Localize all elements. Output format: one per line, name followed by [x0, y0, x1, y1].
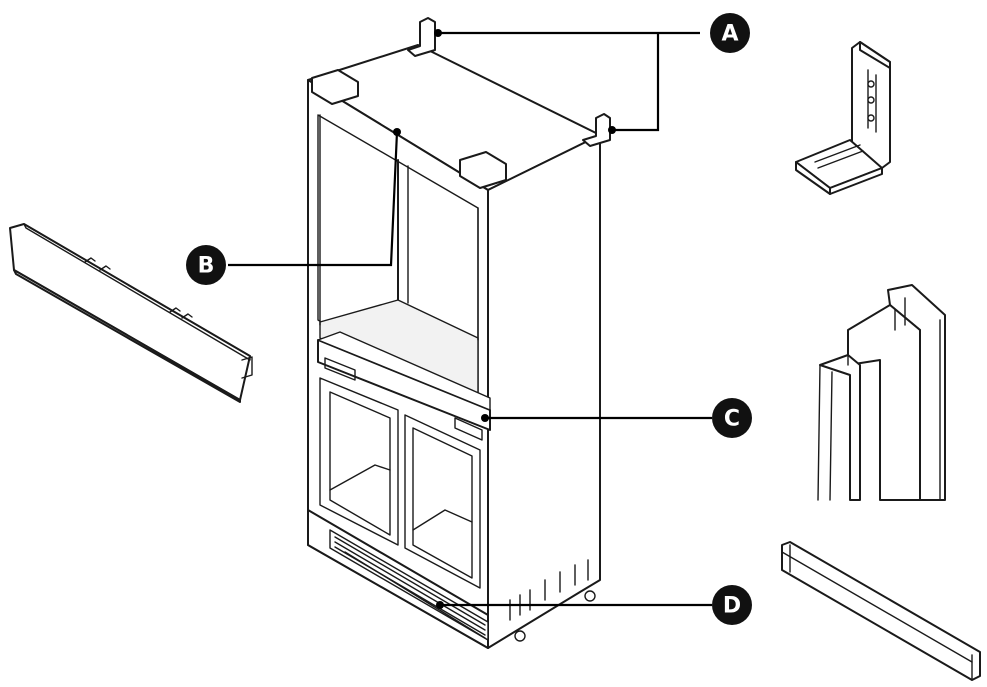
callout-label-c: C — [724, 407, 740, 432]
refrigerator-cabinet — [307, 17, 611, 649]
side-channel-detail — [817, 284, 946, 501]
callout-badge-c: C — [712, 398, 752, 438]
side-vents — [509, 559, 589, 621]
callout-badge-a: A — [710, 13, 750, 53]
callout-b-leader — [228, 128, 401, 267]
callout-label-a: A — [721, 22, 738, 47]
callout-badge-d: D — [712, 585, 752, 625]
callout-a-leader — [434, 29, 700, 134]
callout-badge-b: B — [186, 245, 226, 285]
callout-label-d: D — [723, 594, 741, 619]
trim-panel-left — [9, 223, 253, 403]
base-strip-detail — [781, 541, 981, 681]
callout-label-b: B — [198, 254, 215, 279]
callout-c-leader — [481, 414, 712, 422]
l-bracket-detail — [795, 41, 891, 195]
callout-d-leader — [436, 601, 712, 609]
